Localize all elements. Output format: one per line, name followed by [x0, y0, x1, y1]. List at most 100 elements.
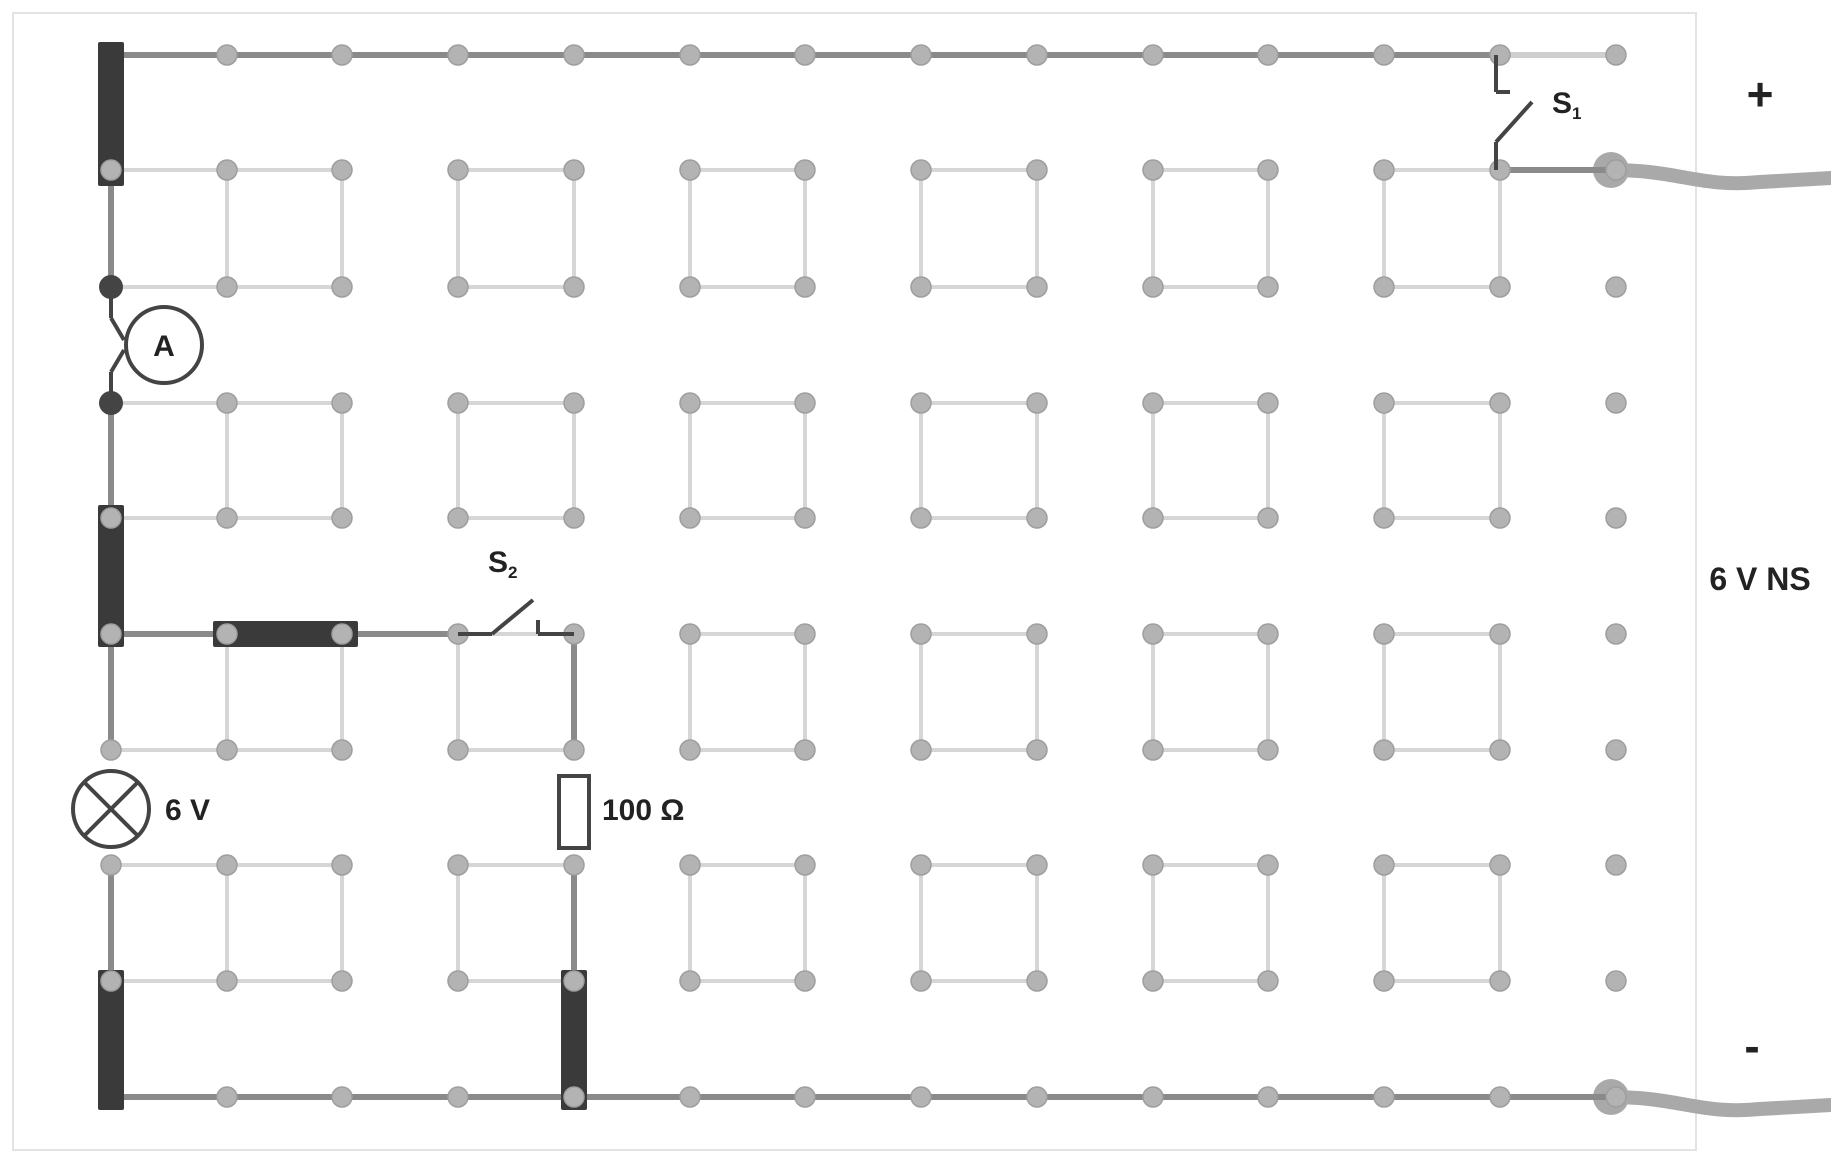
- switch-s2-symbol: [458, 598, 574, 636]
- grid-node: [1026, 1086, 1048, 1108]
- grid-node: [216, 44, 238, 66]
- grid-node: [216, 854, 238, 876]
- grid-node: [1489, 739, 1511, 761]
- grid-node: [1489, 1086, 1511, 1108]
- grid-node: [1605, 970, 1627, 992]
- grid-node: [679, 507, 701, 529]
- grid-node: [331, 623, 353, 645]
- grid-square: [919, 401, 1039, 520]
- grid-node: [910, 507, 932, 529]
- grid-node: [331, 507, 353, 529]
- grid-node: [1142, 159, 1164, 181]
- grid-node: [679, 392, 701, 414]
- grid-node: [1489, 507, 1511, 529]
- grid-node: [1489, 392, 1511, 414]
- grid-node: [1257, 739, 1279, 761]
- grid-square: [225, 401, 344, 520]
- grid-node: [1605, 854, 1627, 876]
- grid-node: [1257, 854, 1279, 876]
- grid-node: [1605, 507, 1627, 529]
- connector-blocks: [98, 42, 587, 1110]
- grid-node: [679, 276, 701, 298]
- grid-node: [910, 1086, 932, 1108]
- grid-node: [1257, 392, 1279, 414]
- grid-node: [794, 854, 816, 876]
- grid-square: [456, 168, 576, 289]
- grid-node: [331, 1086, 353, 1108]
- grid-node: [794, 1086, 816, 1108]
- grid-node: [910, 159, 932, 181]
- lamp-label: 6 V: [165, 794, 210, 827]
- grid-node: [1605, 44, 1627, 66]
- grid-square: [688, 632, 807, 752]
- grid-node: [447, 44, 469, 66]
- grid-node: [1257, 623, 1279, 645]
- positive-cable: [1604, 163, 1831, 191]
- grid-node: [910, 392, 932, 414]
- grid-node: [794, 507, 816, 529]
- grid-node: [794, 159, 816, 181]
- grid-node: [1026, 392, 1048, 414]
- grid-node: [1605, 1086, 1627, 1108]
- grid-node: [1373, 739, 1395, 761]
- grid-node: [1489, 970, 1511, 992]
- grid-node: [794, 392, 816, 414]
- resistor-symbol: 100 Ω: [557, 774, 684, 850]
- grid-node: [1605, 739, 1627, 761]
- grid-node: [679, 44, 701, 66]
- grid-square: [1151, 401, 1270, 520]
- grid-node: [1489, 276, 1511, 298]
- grid-square: [1382, 168, 1502, 289]
- grid-node: [1373, 854, 1395, 876]
- grid-square: [1151, 168, 1270, 289]
- grid-node: [331, 159, 353, 181]
- grid-node: [100, 739, 122, 761]
- grid-node: [679, 1086, 701, 1108]
- resistor-label: 100 Ω: [602, 794, 684, 827]
- grid-node: [1373, 276, 1395, 298]
- grid-node: [100, 970, 122, 992]
- grid-node: [679, 623, 701, 645]
- grid-node: [1489, 159, 1511, 181]
- grid-node: [1605, 392, 1627, 414]
- grid-node: [216, 507, 238, 529]
- grid-node: [794, 739, 816, 761]
- grid-node: [794, 44, 816, 66]
- lamp-symbol: 6 V: [71, 769, 210, 849]
- grid-node: [1142, 854, 1164, 876]
- grid-node: [563, 392, 585, 414]
- grid-node: [447, 1086, 469, 1108]
- ammeter-label: A: [153, 330, 175, 363]
- grid-node: [679, 159, 701, 181]
- grid-node: [1489, 854, 1511, 876]
- grid-node: [447, 854, 469, 876]
- grid-node: [331, 44, 353, 66]
- grid-node: [910, 276, 932, 298]
- grid-node: [1257, 159, 1279, 181]
- grid-node: [216, 739, 238, 761]
- positive-terminal-label: +: [1747, 68, 1774, 120]
- connector-block-branch: [213, 621, 358, 647]
- grid-node: [447, 159, 469, 181]
- grid-node: [1142, 392, 1164, 414]
- grid-square: [1151, 632, 1270, 752]
- grid-node: [1026, 44, 1048, 66]
- grid-node: [1142, 507, 1164, 529]
- grid-node: [216, 392, 238, 414]
- grid-node: [563, 970, 585, 992]
- grid-square: [1382, 863, 1502, 983]
- grid-node: [447, 507, 469, 529]
- grid-node: [910, 970, 932, 992]
- grid-node: [1373, 159, 1395, 181]
- grid-node: [910, 623, 932, 645]
- grid-node: [1257, 1086, 1279, 1108]
- connector-block-top-left: [98, 42, 124, 186]
- grid-node: [1257, 44, 1279, 66]
- switch-s2-label: S2: [488, 546, 517, 582]
- grid-square: [688, 401, 807, 520]
- grid-node: [679, 739, 701, 761]
- negative-terminal-label: -: [1744, 1020, 1759, 1072]
- grid-lines: [111, 168, 1502, 983]
- grid-node: [331, 392, 353, 414]
